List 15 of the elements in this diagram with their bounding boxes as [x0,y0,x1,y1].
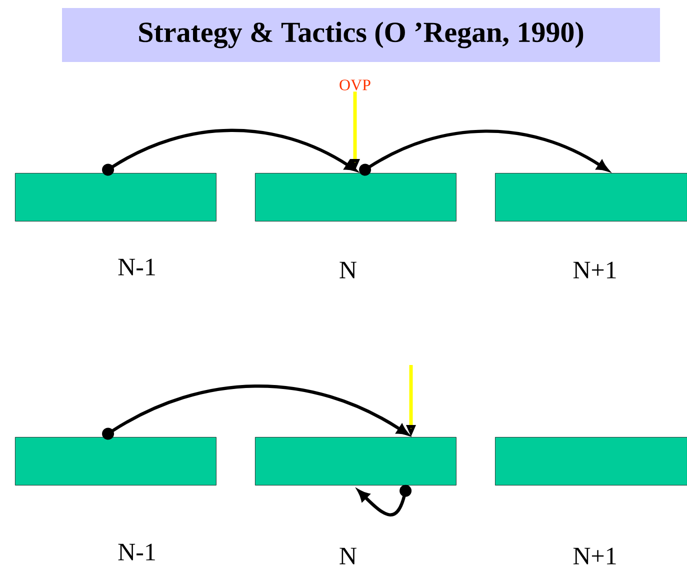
ovp-label: OVP [340,80,370,90]
word-bar [495,437,687,486]
word-bar [255,173,456,222]
position-label: N [340,548,356,564]
word-bar [255,437,456,486]
title-banner: Strategy & Tactics (O ’Regan, 1990) [62,8,660,62]
word-bar [15,437,216,486]
position-label: N [340,262,356,278]
word-bar [15,173,216,222]
arrow [358,484,412,516]
position-label: N-1 [118,544,155,560]
position-label: N-1 [118,258,155,276]
position-label: N+1 [573,262,616,278]
word-bar [495,173,687,222]
position-label: N+1 [573,548,616,564]
